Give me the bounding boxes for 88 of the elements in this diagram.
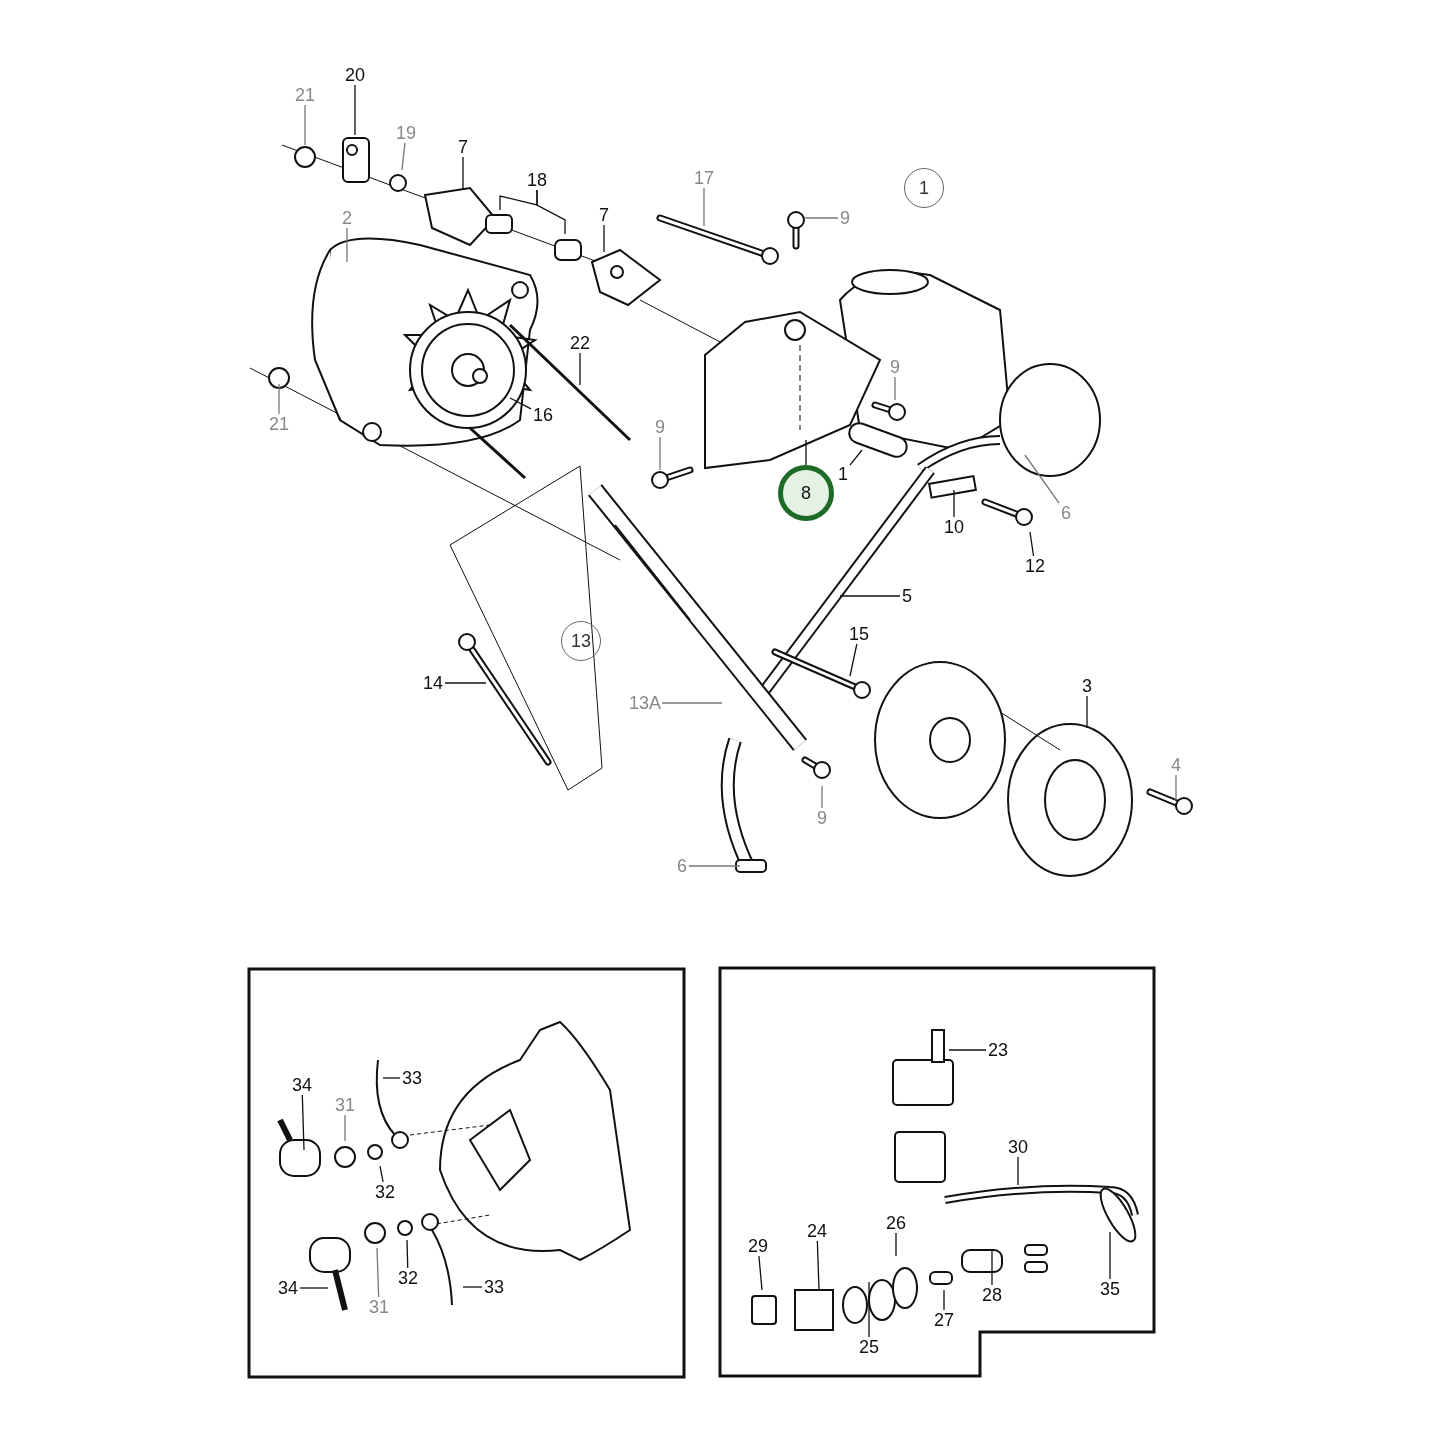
callout-number: 25 [857,1337,881,1357]
leader-line [1024,454,1060,504]
leader-line [344,1114,346,1142]
leader-line [849,643,858,677]
callout-number: 30 [1006,1137,1030,1157]
leader-line [703,187,705,227]
callout-number: 6 [675,856,689,876]
callout-number: 7 [456,137,470,157]
callout-number: 14 [421,673,445,693]
leader-line [943,1289,945,1311]
leader-line [579,352,581,386]
callout-number: 35 [1098,1279,1122,1299]
leader-line [603,224,605,253]
callout-number: 29 [746,1236,770,1256]
leader-line [1017,1156,1019,1186]
callout-number: 9 [888,357,902,377]
callout-number: 3 [1080,676,1094,696]
leader-line [821,785,823,809]
callout-number: 34 [276,1278,300,1298]
callout-number: 28 [980,1285,1004,1305]
leader-line [1109,1231,1111,1280]
callout-number: 7 [597,205,611,225]
callout-number: 15 [847,624,871,644]
leader-line [948,1049,987,1051]
leader-line [839,595,901,597]
leader-line [894,376,896,401]
callout-number: 23 [986,1040,1010,1060]
leader-line [278,383,280,415]
leader-line [406,1239,409,1269]
callout-number: 4 [1169,755,1183,775]
callout-number: 10 [942,517,966,537]
leader-line [803,217,839,219]
leader-line [382,1077,401,1079]
callout-number: 33 [400,1068,424,1088]
callout-number: 18 [525,170,549,190]
leader-line [462,156,464,191]
leader-line [379,1165,384,1183]
leader-line [401,142,406,171]
callout-number: 13A [628,693,662,713]
leader-line [953,489,955,518]
callout-number: 31 [367,1297,391,1317]
leader-line [688,865,741,867]
leader-line [849,449,863,466]
leader-line [462,1286,483,1288]
callout-number: 22 [568,333,592,353]
leader-line [895,1232,897,1257]
callout-number: 24 [805,1221,829,1241]
callout-number: 21 [267,414,291,434]
callout-number: 1 [836,464,850,484]
callout-number: 2 [340,208,354,228]
leader-line [1175,774,1177,801]
leader-line [1086,695,1088,729]
leader-line [868,1281,870,1338]
callout-number: 17 [692,168,716,188]
leader-line [1029,531,1035,557]
callout-number: 20 [343,65,367,85]
leader-line [816,1240,820,1291]
callout-number: 31 [333,1095,357,1115]
leader-line [444,682,487,684]
callout-number: 32 [373,1182,397,1202]
callout-number: 19 [394,123,418,143]
callout-number: 33 [482,1277,506,1297]
leader-line [376,1247,380,1298]
callout-number: 6 [1059,503,1073,523]
leader-line [659,436,661,471]
callout-number: 21 [293,85,317,105]
leader-line [346,227,348,263]
callout-number: 16 [531,405,555,425]
leader-line [509,397,532,410]
callout-number: 5 [900,586,914,606]
leader-line [536,189,566,235]
callout-number: 9 [653,417,667,437]
leader-line [301,1094,305,1151]
callout-number: 9 [838,208,852,228]
callout-number: 32 [396,1268,420,1288]
callout-number: 34 [290,1075,314,1095]
leader-line [805,439,807,466]
leader-line [991,1249,993,1286]
leader-line [661,702,723,704]
callout-number: 27 [932,1310,956,1330]
leader-line [354,84,356,136]
leader-line [304,104,306,146]
callout-number: 12 [1023,556,1047,576]
callout-number: 26 [884,1213,908,1233]
leader-line [299,1287,329,1289]
callout-number: 9 [815,808,829,828]
highlighted-callout-number: 8 [778,465,834,521]
leader-line [758,1255,763,1291]
